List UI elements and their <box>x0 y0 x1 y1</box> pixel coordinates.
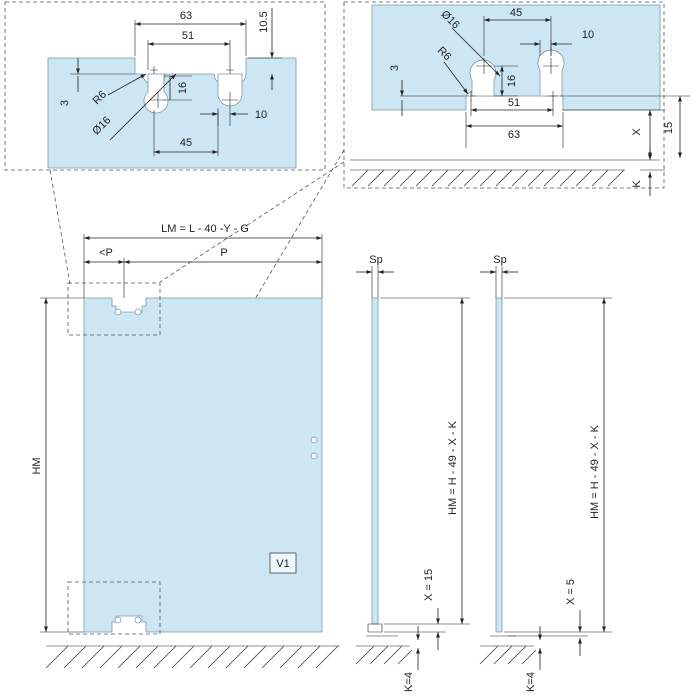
detail-right-keyhole-1 <box>469 59 497 97</box>
side1-dim-x: X = 15 <box>423 569 435 601</box>
detail-left-dim-63: 63 <box>180 10 192 22</box>
side1-dim-sp: Sp <box>369 254 382 266</box>
side-view-2: Sp HM = H - 49 - X - K X = 5 K=4 <box>479 254 612 692</box>
detail-left-dim-45: 45 <box>180 137 192 149</box>
front-floor-hatch <box>45 645 339 669</box>
detail-right-dim-15: 15 <box>663 122 675 134</box>
detail-right-dim-63: 63 <box>508 129 520 141</box>
detail-left-dim-3: 3 <box>59 100 71 106</box>
side1-dim-k: K=4 <box>403 672 415 692</box>
detail-right-dim-45: 45 <box>510 7 522 19</box>
side2-glass <box>495 297 503 633</box>
side1-dim-hm: HM = H - 49 - X - K <box>447 420 459 514</box>
front-dim-p: P <box>220 247 227 259</box>
detail-left-frame <box>4 1 326 171</box>
detail-right-dim-10: 10 <box>582 29 594 41</box>
detail-right-dim-51: 51 <box>508 97 520 109</box>
front-view: LM = L - 40 -Y - G <P P HM V1 <box>31 223 340 669</box>
front-handle-hole-2 <box>310 452 318 460</box>
front-dim-lm: LM = L - 40 -Y - G <box>161 223 249 235</box>
detail-left-keyhole-1 <box>143 73 169 114</box>
detail-left-dim-16: 16 <box>177 82 189 94</box>
front-panel-tag: V1 <box>276 558 289 570</box>
detail-right: 45 Ø16 10 R6 3 16 51 63 <box>343 1 690 196</box>
front-handle-hole-1 <box>310 436 318 444</box>
detail-left-keyhole-2 <box>217 73 243 107</box>
detail-right-dim-k: K <box>631 180 643 188</box>
detail-left-dim-10: 10 <box>255 109 267 121</box>
detail-right-frame <box>343 1 665 189</box>
detail-right-floor-hatch <box>351 169 625 187</box>
detail-left-center-cross-2 <box>222 66 238 108</box>
front-glass-panel <box>83 297 323 633</box>
detail-right-glass <box>371 4 661 111</box>
side2-dim-x: X = 5 <box>565 579 577 605</box>
detail-right-dim-3: 3 <box>389 65 401 71</box>
side2-dim-sp: Sp <box>493 254 506 266</box>
detail-left-dim-10-5: 10.5 <box>258 11 270 32</box>
front-panel-tag-box <box>269 552 297 574</box>
detail-right-dim-16: 16 <box>506 75 518 87</box>
detail-left: 63 51 10.5 3 R6 Ø16 16 10 <box>4 1 326 171</box>
side1-glass <box>371 297 379 625</box>
front-dim-hm: HM <box>31 457 43 474</box>
side-view-1: Sp HM = H - 49 - X - K X = 15 K=4 <box>355 254 470 692</box>
front-dim-lt-p: <P <box>99 247 113 259</box>
detail-right-dim-x: X <box>631 128 643 136</box>
detail-left-center-cross-1 <box>150 66 166 108</box>
detail-left-dim-51: 51 <box>182 30 194 42</box>
side2-dim-k: K=4 <box>525 672 537 692</box>
side2-dim-hm: HM = H - 49 - X - K <box>589 424 601 518</box>
